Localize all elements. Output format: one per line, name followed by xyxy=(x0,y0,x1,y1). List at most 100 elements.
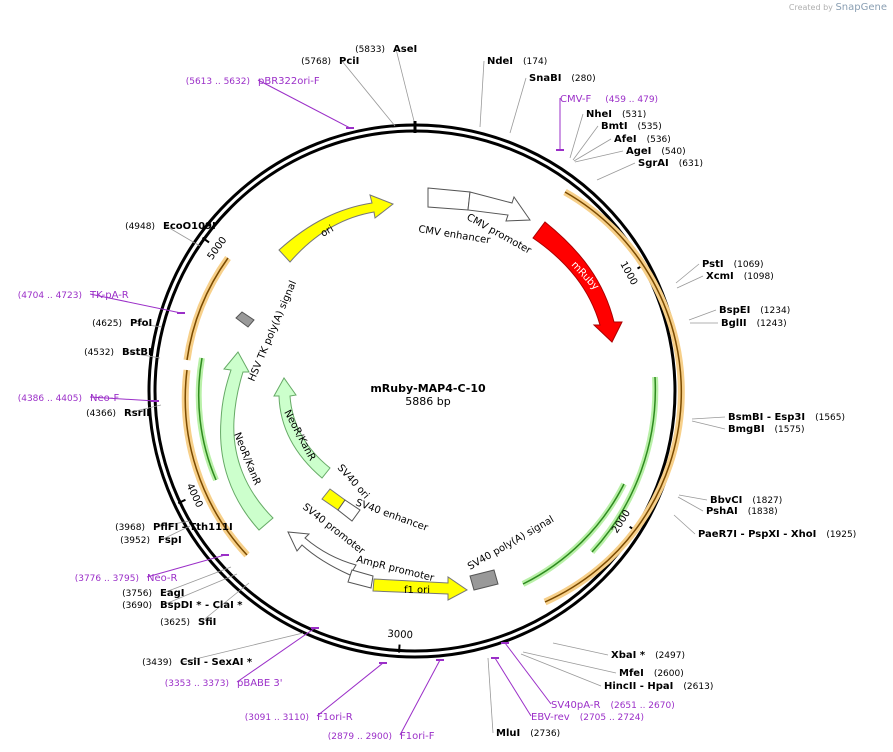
primer-cmv-f: CMV-F xyxy=(560,94,591,105)
enzyme-eagi: EagI xyxy=(160,588,184,599)
enzyme-leader-nhei xyxy=(569,113,584,159)
enzyme-pos-bglii: (1243) xyxy=(757,319,787,329)
feature-label-sv40-ori: SV40 ori xyxy=(335,463,371,502)
enzyme-hincii-hpai: HincII - HpaI xyxy=(604,681,673,692)
enzyme-pos-csii-sexai: (3439) xyxy=(142,658,172,668)
primer-leader-tk-pa-r xyxy=(89,293,182,314)
enzyme-leader-hincii-hpai xyxy=(520,653,602,687)
enzyme-pos-agei: (540) xyxy=(661,147,685,157)
enzyme-pos-paer7i-pspxi-xhoi: (1925) xyxy=(826,530,856,540)
enzyme-leader-eagi xyxy=(162,566,232,594)
primer-leader-neo-r xyxy=(146,554,226,578)
enzyme-fspi: FspI xyxy=(158,535,182,546)
neo-arrow-outer xyxy=(220,351,274,531)
green-orf-arc-3-core xyxy=(197,357,217,481)
enzyme-leader-bspei xyxy=(688,309,717,321)
enzyme-bmgbi: BmgBI xyxy=(728,424,765,435)
enzyme-sfii: SfiI xyxy=(198,617,216,628)
plasmid-name: mRuby-MAP4-C-10 xyxy=(370,382,486,395)
enzyme-bbvci: BbvCI xyxy=(710,495,742,506)
enzyme-pos-sfii: (3625) xyxy=(160,618,190,628)
snapgene-logo-text: SnapGene xyxy=(835,2,887,13)
neo-arrow-inner xyxy=(273,377,331,479)
primer-pbr322ori-f: pBR322ori-F xyxy=(258,76,320,87)
enzyme-pos-hincii-hpai: (2613) xyxy=(683,682,713,692)
enzyme-pos-bmti: (535) xyxy=(638,122,662,132)
enzyme-pflfi-tth111i: PflFI - Tth111I xyxy=(153,522,233,533)
enzyme-bspdi-clai: BspDI * - ClaI * xyxy=(160,600,243,611)
snapgene-credit: Created by SnapGene xyxy=(789,2,887,13)
enzyme-pos-bmgbi: (1575) xyxy=(775,425,805,435)
enzyme-leader-ecoo109i xyxy=(165,225,201,247)
orf-arc-upper-left-core xyxy=(186,257,229,361)
cmv-enhancer-arrow xyxy=(427,187,471,211)
enzyme-leader-agei xyxy=(574,150,624,163)
enzyme-pos-nhei: (531) xyxy=(622,110,646,120)
enzyme-leader-pflfi-tth111i xyxy=(155,520,191,528)
primer-leader-neo-f xyxy=(89,396,156,402)
enzyme-bspei: BspEI xyxy=(719,305,750,316)
enzyme-mlui: MluI xyxy=(496,728,520,739)
enzyme-nhei: NheI xyxy=(586,109,612,120)
enzyme-leader-pcii xyxy=(341,60,396,127)
feature-label-sv40-enhancer: SV40 enhancer xyxy=(354,497,430,534)
enzyme-afei: AfeI xyxy=(614,134,637,145)
enzyme-leader-mfei xyxy=(522,651,617,674)
primer-tk-pa-r: TK-pA-R xyxy=(89,290,129,301)
primer-leader-pbr322ori-f xyxy=(257,79,351,129)
primer-f1ori-f: F1ori-F xyxy=(400,731,435,742)
sv40-enhancer-box xyxy=(337,499,361,522)
primer-ebv-rev: EBV-rev xyxy=(531,712,570,723)
enzyme-csii-sexai: CsiI - SexAI * xyxy=(180,657,253,668)
enzyme-bglii: BglII xyxy=(721,318,747,329)
enzyme-leader-sfii xyxy=(200,582,250,623)
hsv-tk-polya-box xyxy=(235,311,255,328)
enzyme-pos-ndei: (174) xyxy=(523,57,547,67)
enzyme-xbai: XbaI * xyxy=(611,650,646,661)
green-orf-arc-2-core xyxy=(522,483,625,585)
tick-5000 xyxy=(201,236,210,244)
primer-neo-f: Neo-F xyxy=(90,393,120,404)
enzyme-leader-csii-sexai xyxy=(182,632,304,663)
enzyme-pos-eagi: (3756) xyxy=(122,589,152,599)
enzyme-pos-bbvci: (1827) xyxy=(752,496,782,506)
enzyme-pos-bstbi: (4532) xyxy=(84,348,114,358)
primer-pos-neo-f: (4386 .. 4405) xyxy=(18,394,82,404)
primer-pos-f1ori-f: (2879 .. 2900) xyxy=(328,732,392,742)
enzyme-leader-xcmi xyxy=(676,275,704,289)
primer-labels: pBR322ori-F(5613 .. 5632)CMV-F(459 .. 47… xyxy=(18,76,675,742)
enzyme-pos-ecoo109i: (4948) xyxy=(125,222,155,232)
enzyme-pos-psti: (1069) xyxy=(734,260,764,270)
primer-pbabe-3: pBABE 3' xyxy=(237,678,283,689)
primer-pos-f1ori-r: (3091 .. 3110) xyxy=(245,713,309,723)
primer-leader-f1ori-r xyxy=(316,662,384,717)
tick-label-1000: 1000 xyxy=(617,260,639,288)
enzyme-asei: AseI xyxy=(393,44,417,55)
orf-arc-right-core xyxy=(544,191,683,603)
enzyme-leader-bmti xyxy=(572,125,599,161)
enzyme-ndei: NdeI xyxy=(487,56,513,67)
primer-leader-ebv-rev xyxy=(494,657,532,717)
enzyme-pos-pcii: (5768) xyxy=(301,57,331,67)
primer-leader-sv40pa-r xyxy=(504,642,552,705)
enzyme-pos-asei: (5833) xyxy=(355,45,385,55)
enzyme-labels: AseI(5833)PciI(5768)NdeI(174)SnaBI(280)N… xyxy=(84,44,856,739)
enzyme-pos-fspi: (3952) xyxy=(120,536,150,546)
enzyme-pos-bsmbi-esp3i: (1565) xyxy=(815,413,845,423)
orf-arc-left-core xyxy=(184,369,248,556)
primer-pos-cmv-f: (459 .. 479) xyxy=(605,95,658,105)
enzyme-snabi: SnaBI xyxy=(529,73,561,84)
enzyme-pos-bspei: (1234) xyxy=(760,306,790,316)
enzyme-pos-pfoi: (4625) xyxy=(92,319,122,329)
enzyme-pos-pshai: (1838) xyxy=(748,507,778,517)
enzyme-sgrai: SgrAI xyxy=(638,158,669,169)
ori-arrow xyxy=(278,194,395,263)
leader-lines xyxy=(89,48,726,736)
enzyme-agei: AgeI xyxy=(626,146,651,157)
enzyme-leader-psti xyxy=(675,263,700,284)
enzyme-leader-bmgbi xyxy=(691,420,726,430)
enzyme-pos-mlui: (2736) xyxy=(530,729,560,739)
primer-pos-neo-r: (3776 .. 3795) xyxy=(75,574,139,584)
enzyme-leader-bbvci xyxy=(678,494,708,501)
